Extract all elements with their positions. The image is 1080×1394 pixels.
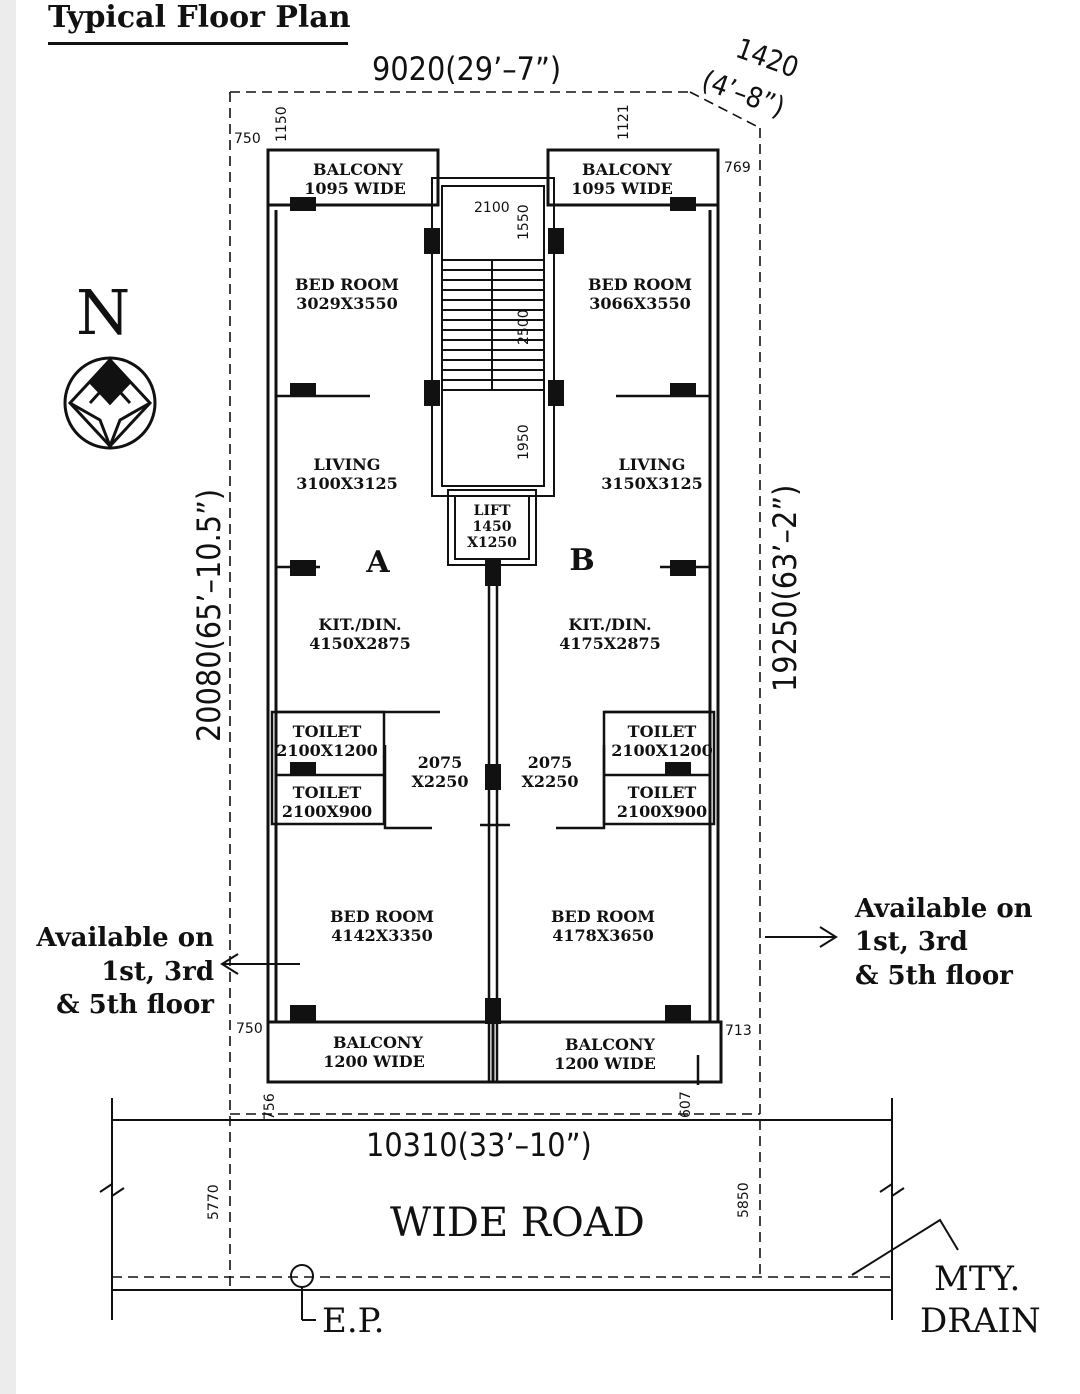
- dim-1150: 1150: [274, 106, 290, 142]
- electric-pole-icon: [290, 1264, 316, 1321]
- dim-769: 769: [724, 160, 751, 176]
- kitchen-label: KIT./DIN.4150X2875: [309, 615, 410, 653]
- bottom-width-dimension: 10310(33’–10”): [366, 1126, 592, 1164]
- unit-a-label: A: [365, 545, 390, 580]
- left-height-dimension: 20080(65’–10.5”): [190, 489, 228, 742]
- dim-750-bottom: 750: [236, 1021, 263, 1037]
- plot-boundary: [112, 91, 892, 1290]
- stair-core: [431, 177, 555, 566]
- page-edge: [0, 0, 16, 1394]
- dim-750: 750: [234, 131, 261, 147]
- road-label: WIDE ROAD: [390, 1200, 645, 1246]
- kitchen-label: KIT./DIN.4175X2875: [559, 615, 660, 653]
- dim-1121: 1121: [616, 104, 632, 140]
- dim-1950: 1950: [516, 424, 532, 460]
- dim-607: 607: [678, 1091, 694, 1118]
- unit-b-label: B: [569, 543, 594, 578]
- dim-1550: 1550: [516, 204, 532, 240]
- diagonal-dimension: 1420 (4’–8”): [698, 32, 804, 124]
- page-title: Typical Floor Plan: [48, 0, 351, 35]
- right-note-arrow: [765, 926, 838, 948]
- columns: [290, 197, 696, 1024]
- dim-2100: 2100: [474, 200, 510, 216]
- title-underline: [48, 42, 348, 45]
- north-arrow-icon: [63, 356, 157, 451]
- dim-756: 756: [262, 1093, 278, 1120]
- dim-5850: 5850: [736, 1182, 752, 1218]
- left-note-arrow: [220, 953, 300, 975]
- ep-label: E.P.: [322, 1301, 384, 1341]
- drain-label: MTY.DRAIN: [920, 1259, 1041, 1341]
- dim-5770: 5770: [206, 1184, 222, 1220]
- road-lines: [99, 1098, 905, 1320]
- drain-leader: [851, 1218, 959, 1276]
- dim-713: 713: [725, 1023, 752, 1039]
- width-dimension: 9020(29’–7”): [372, 50, 561, 88]
- dim-2500: 2500: [516, 309, 532, 345]
- right-height-dimension: 19250(63’–2”): [766, 485, 804, 692]
- north-label: N: [76, 276, 130, 349]
